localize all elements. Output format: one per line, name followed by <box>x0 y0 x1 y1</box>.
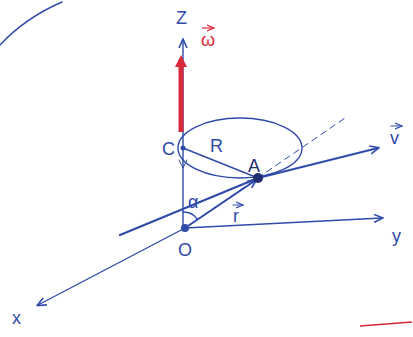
arc-fragment <box>0 2 62 45</box>
vector-arrow <box>391 125 402 126</box>
x-axis <box>38 228 185 305</box>
red-mark <box>360 322 412 326</box>
axis-label: x <box>12 308 21 328</box>
origin-point <box>181 224 189 232</box>
point-label: A <box>248 156 260 176</box>
axis-label: y <box>392 226 401 246</box>
circular-path <box>178 118 302 178</box>
tick-mark <box>179 160 187 168</box>
point-label: C <box>162 139 175 159</box>
vector-label: r <box>233 206 239 226</box>
axis-label: Z <box>176 8 187 28</box>
vector-arrow <box>233 204 243 205</box>
angle-label: α <box>188 192 198 212</box>
y-axis <box>185 218 382 228</box>
angular-velocity-vector <box>179 60 184 132</box>
dashed-extension <box>185 118 345 228</box>
velocity-vector <box>258 148 378 178</box>
center-point <box>181 146 186 151</box>
vector-label: v <box>390 128 399 148</box>
tangent-line <box>120 178 258 235</box>
position-vector <box>185 180 256 228</box>
angle-arc <box>183 212 197 219</box>
vector-arrow <box>202 27 214 28</box>
vector-label: ω <box>201 30 215 50</box>
point-label: O <box>178 240 192 260</box>
length-label: R <box>210 136 223 156</box>
